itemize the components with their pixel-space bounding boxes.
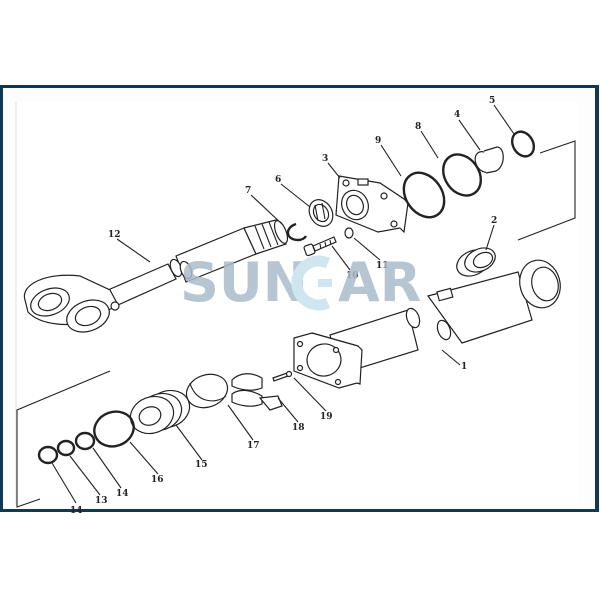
label-18: 18: [292, 423, 305, 433]
label-6: 6: [275, 175, 281, 185]
label-1: 1: [461, 362, 467, 372]
part-2-bushing: [456, 247, 496, 277]
label-7: 7: [245, 186, 251, 196]
assembly-bracket-upper: [517, 140, 576, 241]
part-14-back-up-ring-b: [37, 445, 59, 465]
label-10: 10: [346, 271, 359, 281]
part-12-piston-rod: [23, 219, 289, 333]
label-15: 15: [195, 460, 208, 470]
part-10-bolt: [303, 236, 337, 257]
part-17-wear-ring: [185, 373, 229, 409]
watermark-text-right: AR: [338, 253, 421, 313]
part-9-back-up-ring: [402, 171, 446, 219]
suncar-watermark: SUN AR: [180, 253, 421, 313]
watermark-text-left: SUN: [180, 253, 308, 313]
part-4-bushing: [474, 146, 504, 174]
part-8-o-ring: [442, 153, 482, 197]
label-13: 13: [95, 496, 108, 506]
part-14-back-up-ring-a: [74, 431, 96, 451]
label-14-a: 14: [116, 489, 129, 499]
part-1-cylinder-tube: [293, 259, 561, 389]
label-19: 19: [320, 412, 333, 422]
part-16-piston-ring: [93, 410, 135, 448]
part-6-rod-packing: [308, 199, 334, 227]
label-12: 12: [108, 230, 121, 240]
part-13-o-ring: [56, 439, 76, 457]
part-15-piston: [129, 389, 191, 435]
label-16: 16: [151, 475, 164, 485]
label-17: 17: [247, 441, 260, 451]
assembly-bracket-lower: [16, 370, 111, 508]
part-19-screw: [272, 370, 293, 382]
watermark-c-logo-icon: [291, 255, 332, 311]
label-2: 2: [491, 216, 497, 226]
part-18-retainer: [231, 373, 283, 411]
label-14-b: 14: [70, 506, 83, 516]
label-4: 4: [454, 110, 460, 120]
part-11-washer: [344, 227, 354, 239]
label-11: 11: [376, 261, 389, 271]
label-3: 3: [322, 154, 328, 164]
part-3-cylinder-head: [335, 175, 409, 234]
part-labels: 1 2 3 4 5 6 7 8 9 10 11 12 13 14 14 15 1…: [70, 96, 497, 516]
part-7-snap-ring: [286, 222, 308, 242]
label-8: 8: [415, 122, 421, 132]
label-9: 9: [375, 136, 381, 146]
label-5: 5: [489, 96, 495, 106]
part-5-dust-seal: [510, 130, 536, 158]
leader-lines: [51, 104, 515, 504]
